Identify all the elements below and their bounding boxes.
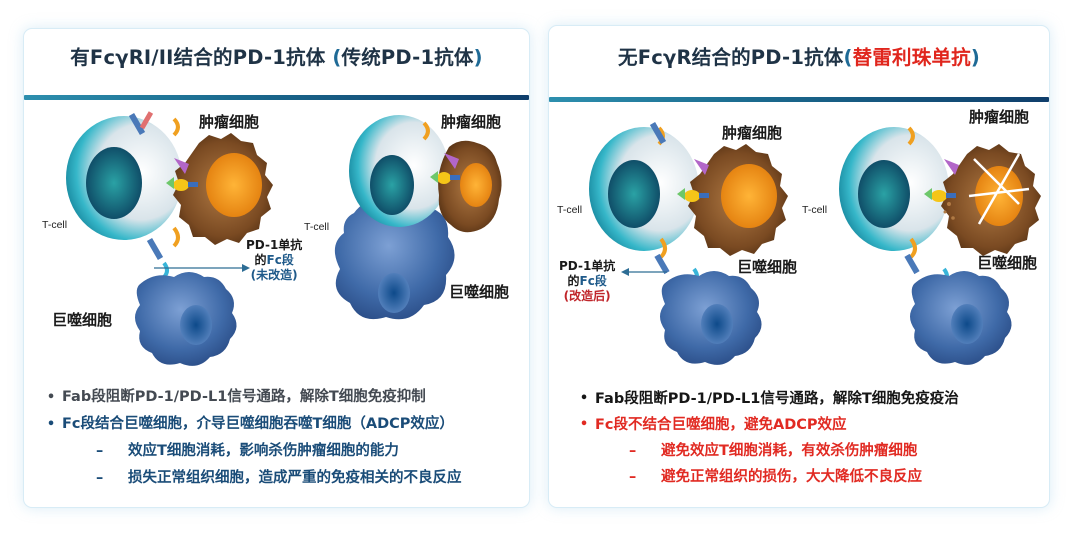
title-paren-close: )	[970, 46, 980, 69]
sub-bullet-text: 避免正常组织的损伤，大大降低不良反应	[661, 469, 922, 485]
bullet-dot: •	[579, 391, 589, 406]
annotation-fc-highlight: Fc段	[579, 274, 607, 288]
right-panel-tislelizumab: 无FcγR结合的PD-1抗体(替雷利珠单抗) T-cell 肿瘤细胞 巨噬细胞	[548, 25, 1050, 508]
left-panel-conventional-pd1: 有FcγRI/II结合的PD-1抗体 (传统PD-1抗体)	[23, 28, 530, 508]
sub-bullet-item: – 损失正常组织细胞，造成严重的免疫相关的不良反应	[40, 465, 462, 492]
right-scene2-macrophage-label: 巨噬细胞	[977, 254, 1038, 272]
right-scene2-tumor-label: 肿瘤细胞	[969, 108, 1030, 126]
title-paren-open: (	[332, 46, 342, 69]
annotation-line3: (未改造)	[250, 268, 298, 282]
right-scene1-tumor-label: 肿瘤细胞	[722, 124, 783, 142]
title-divider	[549, 97, 1049, 102]
sub-bullet-item: – 效应T细胞消耗，影响杀伤肿瘤细胞的能力	[40, 438, 462, 465]
bullet-item: • Fab段阻断PD-1/PD-L1信号通路，解除T细胞免疫抑制	[40, 384, 462, 411]
sub-bullet-item: – 避免正常组织的损伤，大大降低不良反应	[573, 464, 959, 490]
title-divider	[24, 95, 529, 100]
annotation-line1: PD-1单抗	[246, 238, 303, 252]
left-scene2-tumor-label: 肿瘤细胞	[441, 113, 502, 131]
annotation-line1: PD-1单抗	[559, 259, 616, 273]
right-illustration: T-cell 肿瘤细胞 巨噬细胞 PD-1单抗 的Fc段 (改造后)	[549, 104, 1049, 374]
left-scene1-macrophage-label: 巨噬细胞	[52, 311, 113, 329]
right-panel-title: 无FcγR结合的PD-1抗体(替雷利珠单抗)	[549, 41, 1049, 70]
left-scene1-tumor-label: 肿瘤细胞	[199, 113, 260, 131]
bullet-text: Fab段阻断PD-1/PD-L1信号通路，解除T细胞免疫疫治	[595, 391, 959, 407]
right-scene1-cells-illustration	[589, 121, 788, 365]
left-fc-annotation: PD-1单抗 的Fc段 (未改造)	[246, 238, 302, 283]
bullet-item: • Fc段不结合巨噬细胞，避免ADCP效应	[573, 412, 959, 438]
annotation-line3: (改造后)	[563, 289, 611, 303]
title-main-text: 无FcγR结合的PD-1抗体	[618, 46, 844, 69]
sub-bullet-text: 效应T细胞消耗，影响杀伤肿瘤细胞的能力	[128, 443, 399, 459]
title-paren-text: 替雷利珠单抗	[852, 46, 971, 69]
left-illustration: T-cell 肿瘤细胞 巨噬细胞 PD-1单抗 的Fc段 (未改造) T-cel…	[24, 103, 529, 373]
sub-bullet-text: 损失正常组织细胞，造成严重的免疫相关的不良反应	[128, 470, 462, 486]
bullet-text: Fc段结合巨噬细胞，介导巨噬细胞吞噬T细胞（ADCP效应）	[62, 416, 454, 432]
right-scene1-tcell-label: T-cell	[557, 204, 583, 216]
right-scene1-macrophage-label: 巨噬细胞	[737, 258, 798, 276]
annotation-fc-highlight: Fc段	[266, 253, 294, 267]
bullet-text: Fc段不结合巨噬细胞，避免ADCP效应	[595, 417, 847, 433]
left-scene2-tcell-label: T-cell	[304, 221, 330, 233]
left-scene2-macrophage-label: 巨噬细胞	[449, 283, 510, 301]
bullet-dot: •	[46, 417, 56, 432]
sub-bullet-item: – 避免效应T细胞消耗，有效杀伤肿瘤细胞	[573, 438, 959, 464]
bullet-item: • Fab段阻断PD-1/PD-L1信号通路，解除T细胞免疫疫治	[573, 386, 959, 412]
bullet-dot: •	[579, 417, 589, 432]
sub-bullet-dash: –	[96, 443, 104, 459]
sub-bullet-dash: –	[96, 470, 104, 486]
annotation-prefix: 的	[254, 253, 267, 267]
sub-bullet-text: 避免效应T细胞消耗，有效杀伤肿瘤细胞	[661, 443, 918, 459]
title-paren-open: (	[843, 46, 853, 69]
sub-bullet-dash: –	[629, 443, 637, 459]
sub-bullet-dash: –	[629, 469, 637, 485]
bullet-item: • Fc段结合巨噬细胞，介导巨噬细胞吞噬T细胞（ADCP效应）	[40, 411, 462, 438]
annotation-prefix: 的	[567, 274, 580, 288]
title-paren-close: )	[473, 46, 483, 69]
right-scene2-cells-illustration	[839, 126, 1041, 365]
right-fc-annotation: PD-1单抗 的Fc段 (改造后)	[559, 259, 615, 304]
title-paren-text: 传统PD-1抗体	[341, 46, 474, 69]
left-bullet-list: • Fab段阻断PD-1/PD-L1信号通路，解除T细胞免疫抑制 • Fc段结合巨噬…	[40, 384, 462, 492]
right-bullet-list: • Fab段阻断PD-1/PD-L1信号通路，解除T细胞免疫疫治 • Fc段不结合巨…	[573, 386, 959, 490]
left-panel-title: 有FcγRI/II结合的PD-1抗体 (传统PD-1抗体)	[24, 41, 529, 70]
title-main-text: 有FcγRI/II结合的PD-1抗体	[70, 46, 333, 69]
left-scene1-tcell-label: T-cell	[42, 219, 68, 231]
bullet-dot: •	[46, 390, 56, 405]
left-scene2-cells-illustration	[334, 115, 502, 320]
annotation-line2: 的Fc段	[559, 274, 615, 289]
right-scene2-tcell-label: T-cell	[802, 204, 828, 216]
left-scene1-cells-illustration	[66, 111, 273, 366]
bullet-text: Fab段阻断PD-1/PD-L1信号通路，解除T细胞免疫抑制	[62, 389, 426, 405]
annotation-line2: 的Fc段	[246, 253, 302, 268]
